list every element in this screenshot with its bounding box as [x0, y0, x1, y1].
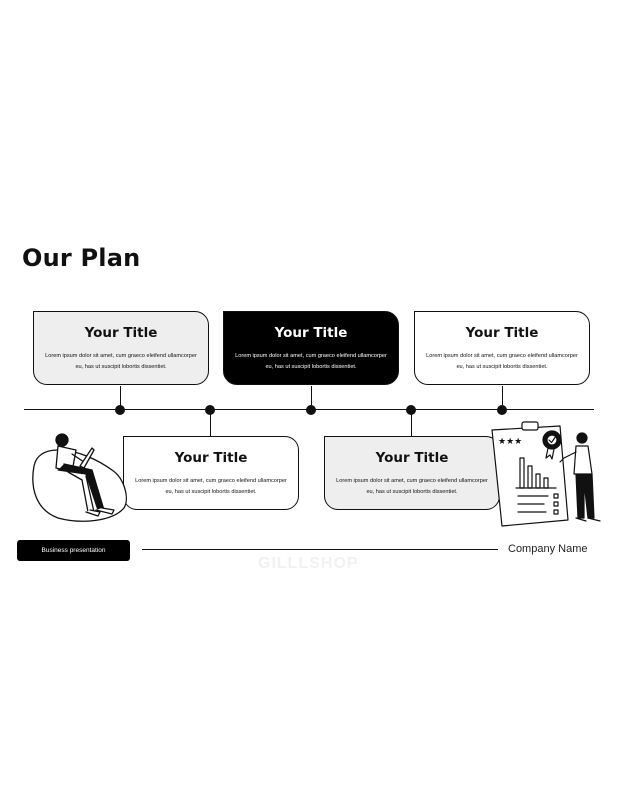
plan-card: Your Title Lorem ipsum dolor sit amet, c…: [324, 436, 500, 510]
timeline-stem: [210, 410, 211, 436]
timeline-dot: [205, 405, 215, 415]
footer-divider: [142, 549, 498, 550]
card-body: Lorem ipsum dolor sit amet, cum graeco e…: [45, 353, 197, 370]
watermark: GILLLSHOP: [258, 555, 359, 572]
svg-text:★★★: ★★★: [498, 437, 522, 447]
timeline-dot: [306, 405, 316, 415]
timeline-stem: [502, 386, 503, 410]
card-body: Lorem ipsum dolor sit amet, cum graeco e…: [235, 353, 387, 370]
timeline-stem: [120, 386, 121, 410]
plan-card: Your Title Lorem ipsum dolor sit amet, c…: [123, 436, 299, 510]
card-title: Your Title: [174, 450, 248, 466]
page-title: Our Plan: [22, 244, 141, 272]
card-title: Your Title: [465, 325, 539, 341]
timeline-dot: [497, 405, 507, 415]
plan-card: Your Title Lorem ipsum dolor sit amet, c…: [414, 311, 590, 385]
plan-card: Your Title Lorem ipsum dolor sit amet, c…: [223, 311, 399, 385]
presentation-badge: Business presentation: [17, 540, 130, 561]
card-title: Your Title: [274, 325, 348, 341]
person-on-beanbag-illustration: [32, 433, 127, 522]
timeline-stem: [411, 410, 412, 436]
timeline-dot: [115, 405, 125, 415]
card-body: Lorem ipsum dolor sit amet, cum graeco e…: [135, 478, 287, 495]
card-body: Lorem ipsum dolor sit amet, cum graeco e…: [426, 353, 578, 370]
card-body: Lorem ipsum dolor sit amet, cum graeco e…: [336, 478, 488, 495]
card-title: Your Title: [84, 325, 158, 341]
plan-card: Your Title Lorem ipsum dolor sit amet, c…: [33, 311, 209, 385]
company-name: Company Name: [508, 543, 588, 555]
card-title: Your Title: [375, 450, 449, 466]
timeline-dot: [406, 405, 416, 415]
person-with-clipboard-chart-illustration: ★★★: [491, 421, 601, 527]
timeline-stem: [311, 386, 312, 410]
